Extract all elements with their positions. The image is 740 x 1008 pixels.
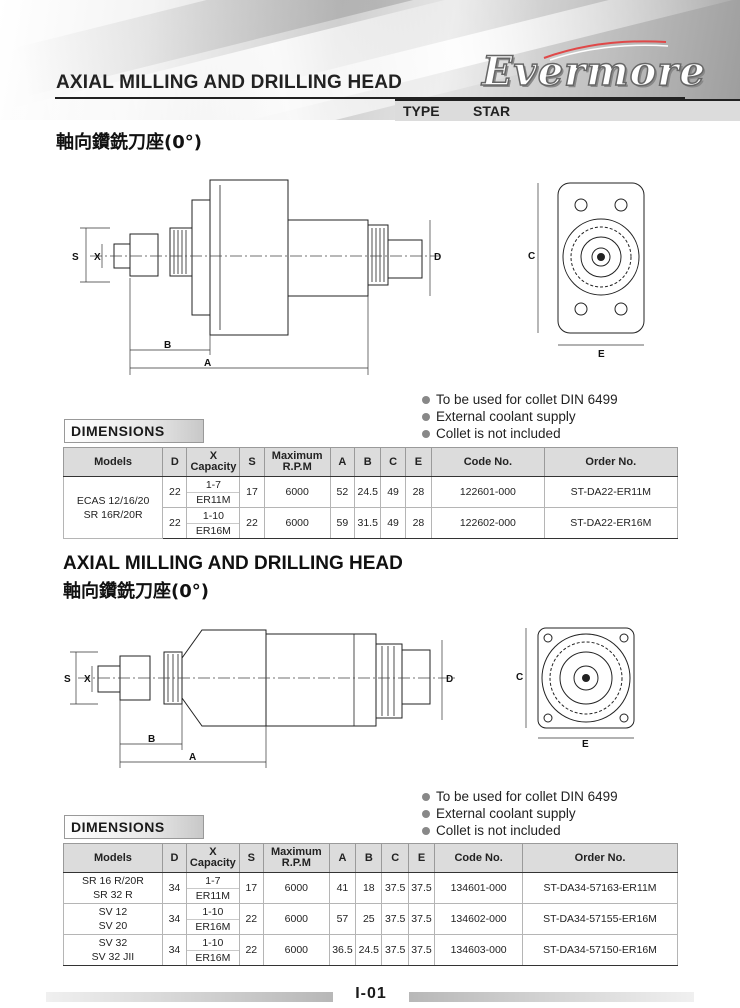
type-value: STAR (473, 103, 511, 119)
dim-b-label: B (148, 734, 155, 745)
note-item: Collet is not included (422, 822, 618, 839)
dim-e-label: E (582, 739, 589, 750)
dim-d-label: D (446, 674, 453, 685)
section2-title: AXIAL MILLING AND DRILLING HEAD (63, 553, 403, 574)
col-s: S (238, 843, 264, 873)
dim-x-label: X (94, 252, 101, 263)
page-number: I-01 (333, 985, 409, 1007)
col-b: B (353, 447, 382, 477)
section2-subtitle: 軸向鑽銑刀座(0°) (63, 581, 209, 602)
col-d: D (162, 447, 188, 477)
note-item: To be used for collet DIN 6499 (422, 391, 618, 408)
dim-s-label: S (72, 252, 79, 263)
col-models: Models (62, 447, 164, 477)
section1-notes: To be used for collet DIN 6499 External … (422, 391, 618, 442)
col-a: A (329, 447, 355, 477)
section1-subtitle: 軸向鑽銑刀座(0°) (56, 132, 202, 153)
section2-side-drawing: S X D B A (64, 629, 456, 768)
col-c: C (381, 843, 409, 873)
note-item: External coolant supply (422, 805, 618, 822)
col-b: B (355, 843, 383, 873)
dim-x-label: X (84, 674, 91, 685)
col-e: E (407, 843, 436, 873)
col-models: Models (63, 843, 163, 873)
dim-e-label: E (598, 349, 605, 360)
col-d: D (161, 843, 188, 873)
col-c: C (380, 447, 406, 477)
page-title: AXIAL MILLING AND DRILLING HEAD (56, 72, 403, 93)
dim-a-label: A (189, 752, 196, 763)
note-item: Collet is not included (422, 425, 618, 442)
note-item: To be used for collet DIN 6499 (422, 788, 618, 805)
col-order-no: Order No. (522, 843, 678, 873)
col-e: E (404, 447, 433, 477)
section2-front-drawing: C E (516, 627, 635, 750)
col-code-no: Code No. (431, 447, 545, 477)
dim-d-label: D (434, 252, 441, 263)
section2-notes: To be used for collet DIN 6499 External … (422, 788, 618, 839)
col-a: A (328, 843, 357, 873)
dim-c-label: C (528, 251, 535, 262)
type-label: TYPE (403, 103, 440, 119)
dim-s-label: S (64, 674, 71, 685)
col-s: S (239, 447, 265, 477)
brand-swoosh-icon (543, 40, 669, 61)
note-item: External coolant supply (422, 408, 618, 425)
section1-side-drawing: S X D B A (72, 179, 441, 375)
section1-dimensions-label: DIMENSIONS (64, 419, 204, 443)
col-code-no: Code No. (434, 843, 524, 873)
col-order-no: Order No. (543, 447, 679, 477)
dim-a-label: A (204, 358, 211, 369)
dim-c-label: C (516, 672, 523, 683)
dim-b-label: B (164, 340, 171, 351)
brand-logo: Evermore (481, 47, 706, 96)
section1-front-drawing: C E (528, 182, 645, 360)
title-rule (55, 97, 685, 99)
type-bar: TYPE STAR (395, 99, 740, 121)
section2-dimensions-label: DIMENSIONS (64, 815, 204, 839)
